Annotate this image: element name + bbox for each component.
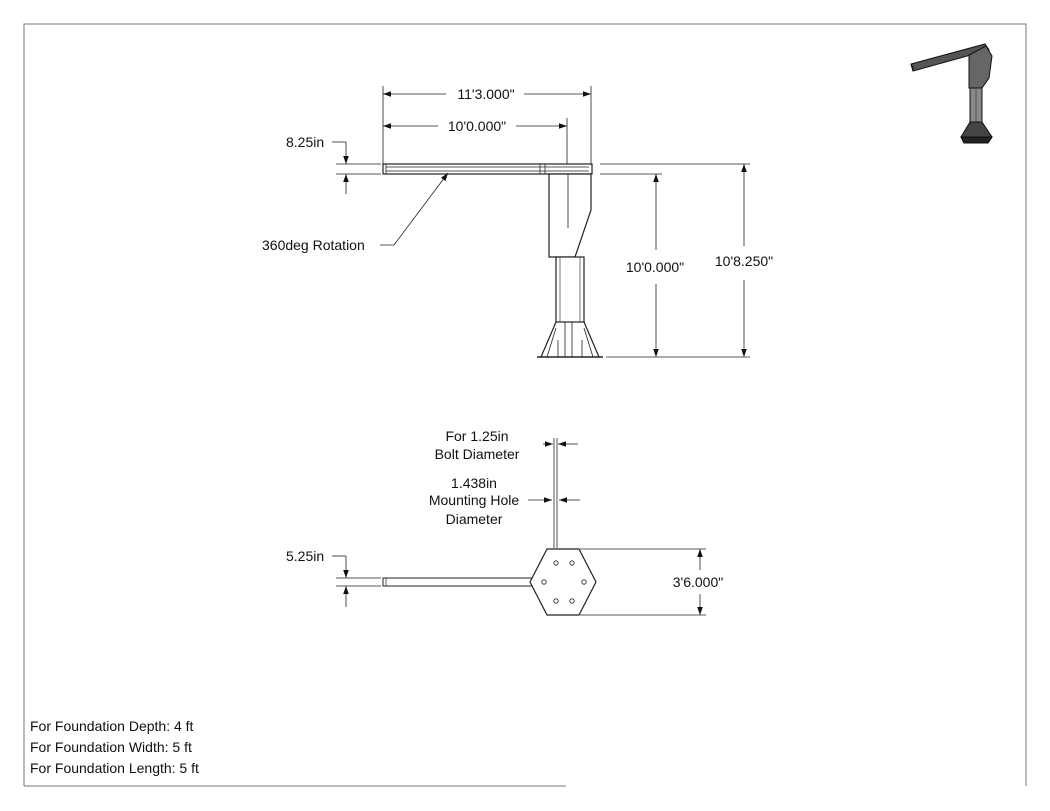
bolt-note-line1: For 1.25in bbox=[445, 428, 508, 444]
boom-height-label: 8.25in bbox=[286, 134, 324, 150]
overall-height-label: 10'8.250" bbox=[715, 253, 773, 269]
base-gussets bbox=[540, 321, 600, 358]
hole-note-line3: Diameter bbox=[446, 511, 503, 527]
top-view-crane bbox=[382, 438, 597, 616]
dim-boom-height bbox=[332, 141, 381, 194]
dim-base-width bbox=[580, 548, 706, 616]
side-view-crane bbox=[382, 163, 603, 358]
overall-span-label: 11'3.000" bbox=[457, 86, 514, 102]
foundation-depth: For Foundation Depth: 4 ft bbox=[30, 718, 194, 734]
rotation-note: 360deg Rotation bbox=[262, 237, 365, 253]
foundation-length: For Foundation Length: 5 ft bbox=[30, 760, 199, 776]
isometric-crane-thumbnail bbox=[910, 43, 993, 144]
pillar-head bbox=[548, 173, 592, 258]
foundation-notes: For Foundation Depth: 4 ft For Foundatio… bbox=[30, 716, 199, 779]
dim-boom-reach bbox=[383, 118, 568, 164]
foundation-width: For Foundation Width: 5 ft bbox=[30, 739, 192, 755]
dim-overall-span bbox=[382, 86, 592, 164]
hex-base-plate bbox=[529, 548, 597, 616]
boom-reach-label: 10'0.000" bbox=[448, 118, 506, 134]
dim-boom-width bbox=[332, 555, 381, 607]
rotation-leader bbox=[380, 172, 449, 246]
bolt-note-line2: Bolt Diameter bbox=[435, 446, 520, 462]
boom-plan bbox=[382, 577, 539, 587]
dim-height-under-boom bbox=[600, 173, 750, 358]
hole-note-line2: Mounting Hole bbox=[429, 492, 519, 508]
mounting-holes bbox=[541, 560, 587, 604]
boom bbox=[382, 163, 593, 175]
hole-note-line1: 1.438in bbox=[451, 475, 497, 491]
dim-overall-height bbox=[600, 163, 750, 357]
sheet-border bbox=[23, 23, 1027, 787]
pillar bbox=[555, 256, 585, 323]
base-width-label: 3'6.000" bbox=[673, 574, 723, 590]
height-under-boom-label: 10'0.000" bbox=[626, 259, 684, 275]
boom-width-label: 5.25in bbox=[286, 548, 324, 564]
